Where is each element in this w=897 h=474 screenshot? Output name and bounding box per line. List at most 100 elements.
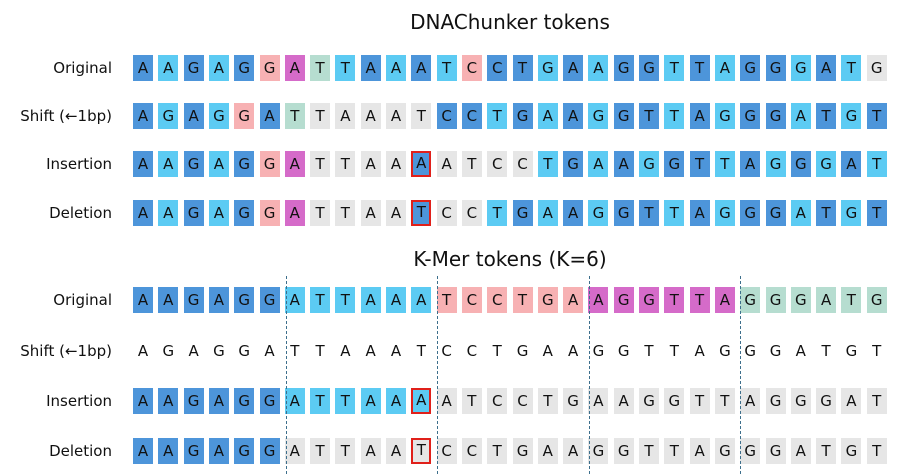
nucleotide-cell: A (386, 388, 406, 414)
nucleotide-cell: A (613, 388, 634, 414)
nucleotide-cell: T (310, 151, 331, 177)
nucleotide-cell: G (639, 287, 659, 313)
nucleotide-cell: T (310, 338, 331, 364)
nucleotide-cell: A (284, 55, 305, 81)
nucleotide-cell: T (487, 103, 508, 129)
nucleotide-cell: A (411, 55, 432, 81)
nucleotide-cell: G (208, 103, 229, 129)
nucleotide-cell: T (436, 55, 457, 81)
nucleotide-cell: T (335, 388, 356, 414)
nucleotide-cell: A (436, 151, 457, 177)
nucleotide-cell: G (613, 287, 634, 313)
nucleotide-cell: G (664, 151, 685, 177)
nucleotide-cell: T (512, 287, 533, 313)
nucleotide-cell: A (360, 287, 381, 313)
nucleotide-cell: T (664, 103, 685, 129)
nucleotide-cell: A (537, 103, 558, 129)
nucleotide-cell: A (360, 438, 381, 464)
nucleotide-cell: A (133, 103, 153, 129)
nucleotide-cell: G (740, 55, 761, 81)
kmer-boundary-line (740, 276, 741, 474)
nucleotide-cell: A (714, 287, 735, 313)
nucleotide-cell: T (537, 388, 558, 414)
nucleotide-cell: A (689, 338, 710, 364)
nucleotide-cell: A (158, 151, 179, 177)
row-label-dnachunker-deletion: Deletion (49, 204, 112, 222)
nucleotide-cell: G (714, 103, 735, 129)
nucleotide-cell: T (335, 287, 356, 313)
nucleotide-cell: A (816, 287, 837, 313)
nucleotide-cell: G (841, 438, 862, 464)
nucleotide-cell: G (790, 151, 811, 177)
row-label-dnachunker-insertion: Insertion (46, 155, 112, 173)
nucleotide-cell: T (310, 103, 331, 129)
nucleotide-cell: G (639, 151, 659, 177)
nucleotide-cell: T (310, 55, 331, 81)
mutated-base: A (411, 151, 432, 177)
nucleotide-cell: G (259, 438, 280, 464)
nucleotide-cell: A (360, 200, 381, 226)
nucleotide-cell: A (360, 338, 381, 364)
nucleotide-cell: A (158, 200, 179, 226)
nucleotide-cell: A (588, 388, 609, 414)
nucleotide-cell: G (588, 438, 609, 464)
nucleotide-cell: T (335, 438, 356, 464)
mutated-base: A (411, 388, 432, 414)
nucleotide-cell: G (588, 338, 609, 364)
nucleotide-cell: A (208, 388, 229, 414)
nucleotide-cell: C (436, 200, 457, 226)
nucleotide-cell: A (588, 55, 609, 81)
nucleotide-cell: A (537, 438, 558, 464)
nucleotide-cell: C (436, 438, 457, 464)
nucleotide-cell: T (335, 151, 356, 177)
nucleotide-cell: A (133, 388, 153, 414)
row-label-kmer-original: Original (53, 291, 112, 309)
nucleotide-cell: A (386, 438, 406, 464)
nucleotide-cell: A (537, 200, 558, 226)
nucleotide-cell: C (461, 287, 482, 313)
nucleotide-cell: A (841, 388, 862, 414)
nucleotide-cell: G (259, 200, 280, 226)
row-label-dnachunker-original: Original (53, 59, 112, 77)
nucleotide-cell: A (284, 151, 305, 177)
nucleotide-cell: T (310, 287, 331, 313)
nucleotide-cell: G (234, 55, 255, 81)
nucleotide-cell: A (360, 388, 381, 414)
nucleotide-cell: T (689, 388, 710, 414)
nucleotide-cell: G (765, 55, 786, 81)
nucleotide-cell: G (613, 103, 634, 129)
nucleotide-cell: A (563, 438, 584, 464)
nucleotide-cell: G (512, 438, 533, 464)
nucleotide-cell: T (537, 151, 558, 177)
nucleotide-cell: T (816, 338, 837, 364)
nucleotide-cell: A (208, 55, 229, 81)
nucleotide-cell: T (714, 151, 735, 177)
nucleotide-cell: T (461, 388, 482, 414)
nucleotide-cell: G (537, 55, 558, 81)
nucleotide-cell: C (461, 103, 482, 129)
nucleotide-cell: G (234, 200, 255, 226)
nucleotide-cell: A (563, 200, 584, 226)
nucleotide-cell: A (689, 103, 710, 129)
nucleotide-cell: A (360, 151, 381, 177)
nucleotide-cell: G (234, 438, 255, 464)
nucleotide-cell: A (284, 388, 305, 414)
nucleotide-cell: C (461, 55, 482, 81)
nucleotide-cell: C (461, 338, 482, 364)
nucleotide-cell: A (588, 151, 609, 177)
kmer-boundary-line (589, 276, 590, 474)
nucleotide-cell: A (208, 287, 229, 313)
nucleotide-cell: G (866, 287, 887, 313)
nucleotide-cell: T (664, 55, 685, 81)
nucleotide-cell: A (386, 287, 406, 313)
nucleotide-cell: G (866, 55, 887, 81)
nucleotide-cell: A (790, 338, 811, 364)
nucleotide-cell: A (133, 200, 153, 226)
nucleotide-cell: A (133, 55, 153, 81)
nucleotide-cell: A (284, 200, 305, 226)
nucleotide-cell: C (461, 438, 482, 464)
nucleotide-cell: A (588, 287, 609, 313)
